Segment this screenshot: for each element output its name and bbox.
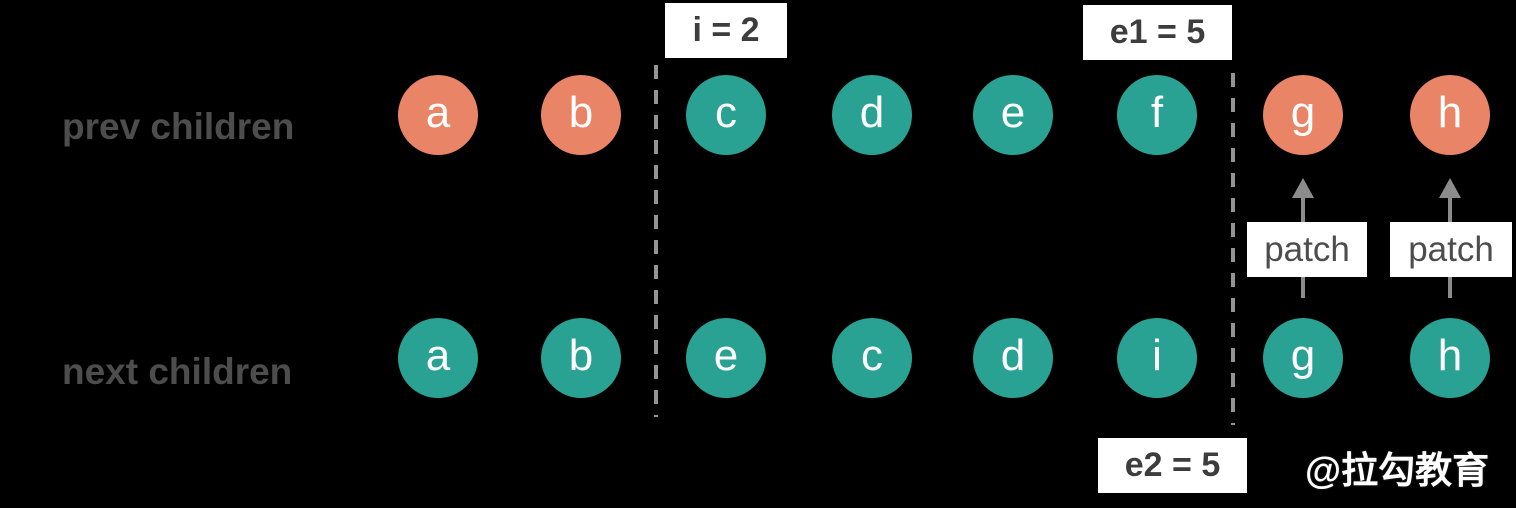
prev-node-b: b bbox=[541, 75, 621, 155]
end-index-e2-label: e2 = 5 bbox=[1098, 438, 1247, 493]
patch-label-g: patch bbox=[1247, 222, 1367, 277]
next-node-i: i bbox=[1117, 318, 1197, 398]
prev-node-a: a bbox=[398, 75, 478, 155]
end-boundary-dashed-line bbox=[1231, 73, 1235, 425]
prev-children-label: prev children bbox=[62, 106, 295, 147]
next-node-b: b bbox=[541, 318, 621, 398]
prev-node-h: h bbox=[1410, 75, 1490, 155]
next-children-label: next children bbox=[62, 351, 293, 392]
watermark-text: @拉勾教育 bbox=[1305, 450, 1490, 491]
prev-node-d: d bbox=[832, 75, 912, 155]
prev-node-g: g bbox=[1263, 75, 1343, 155]
next-node-c: c bbox=[832, 318, 912, 398]
next-node-a: a bbox=[398, 318, 478, 398]
prev-node-e: e bbox=[973, 75, 1053, 155]
next-node-h: h bbox=[1410, 318, 1490, 398]
patch-label-h: patch bbox=[1390, 222, 1512, 277]
next-node-g: g bbox=[1263, 318, 1343, 398]
prev-node-c: c bbox=[686, 75, 766, 155]
next-node-d: d bbox=[973, 318, 1053, 398]
next-node-e: e bbox=[686, 318, 766, 398]
index-boundary-dashed-line bbox=[654, 65, 658, 417]
patch-arrow-head-g bbox=[1292, 178, 1314, 198]
end-index-e1-label: e1 = 5 bbox=[1083, 5, 1232, 60]
patch-arrow-head-h bbox=[1439, 178, 1461, 198]
index-i-label: i = 2 bbox=[665, 3, 787, 58]
prev-node-f: f bbox=[1117, 75, 1197, 155]
